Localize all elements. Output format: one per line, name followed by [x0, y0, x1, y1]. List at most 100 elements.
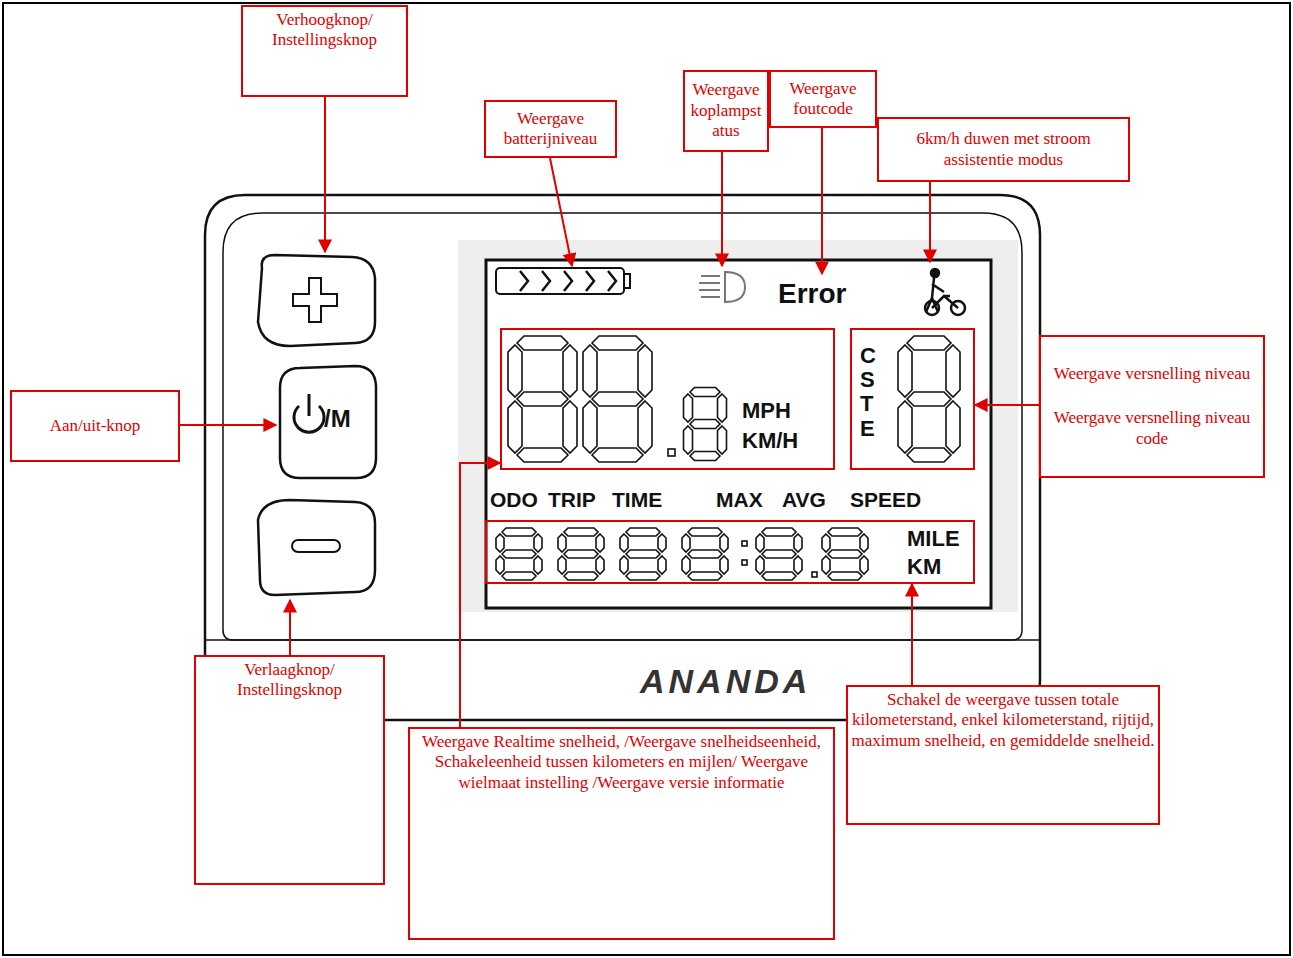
digit-segment — [502, 572, 536, 580]
power-button — [308, 394, 311, 416]
callout-box: Schakel de weergave tussen totale kilome… — [846, 685, 1160, 825]
digit-segment — [756, 534, 764, 552]
callout-box: Weergave versnelling niveauWeergave vers… — [1039, 335, 1265, 478]
lcd-screen — [458, 240, 1018, 612]
digit-segment — [898, 401, 912, 453]
device-housing — [205, 639, 1040, 641]
digit-segment — [638, 401, 652, 453]
digit-segment — [620, 534, 628, 552]
digit-segment — [658, 556, 666, 574]
digit-segment — [496, 534, 504, 552]
digit-segment — [502, 528, 536, 536]
digit-segment — [592, 336, 643, 350]
digit-segment — [822, 556, 830, 574]
callout-text: Schakel de weergave tussen totale kilome… — [851, 690, 1155, 751]
digit-dot — [742, 560, 747, 565]
brand-name: ANANDA — [640, 662, 811, 701]
display-label: AVG — [782, 488, 826, 512]
digit-segment — [583, 401, 597, 453]
callout-text: Weergave versnelling niveau code — [1044, 408, 1260, 449]
digit-segment — [720, 534, 728, 552]
digit-segment — [946, 401, 960, 453]
digit-segment — [558, 534, 566, 552]
plus-button — [258, 255, 375, 346]
unit-label: MILE — [907, 526, 960, 552]
digit-segment — [794, 556, 802, 574]
unit-label: CSTE — [860, 344, 872, 441]
display-label: MAX — [716, 488, 763, 512]
display-label: TRIP — [548, 488, 596, 512]
digit-segment — [718, 426, 727, 454]
callout-text: Weergave Realtime snelheid, /Weergave sn… — [413, 732, 830, 793]
battery-icon — [520, 271, 616, 291]
digit-segment — [684, 426, 693, 454]
lcd-screen — [486, 260, 991, 608]
headlight-icon — [699, 276, 720, 297]
digit-dot — [668, 449, 675, 456]
digit-segment — [534, 534, 542, 552]
device-housing — [205, 195, 1040, 720]
digit-segment — [946, 345, 960, 397]
power-button — [280, 366, 376, 478]
digit-segment — [496, 556, 504, 574]
page-frame — [3, 3, 1290, 955]
callout-text: Weergave foutcode — [774, 79, 872, 120]
callout-box: Aan/uit-knop — [10, 390, 180, 462]
digit-dot — [742, 541, 747, 546]
digit-segment — [596, 534, 604, 552]
digit-segment — [720, 556, 728, 574]
digit-segment — [517, 448, 568, 462]
digit-segment — [762, 528, 796, 536]
digit-segment — [688, 528, 722, 536]
digit-segment — [534, 556, 542, 574]
digit-segment — [583, 345, 597, 397]
digit-segment — [907, 336, 951, 350]
unit-label: KM/H — [742, 428, 798, 454]
display-label: TIME — [612, 488, 662, 512]
callout-box: Verlaagknop/ Instellingsknop — [194, 655, 385, 885]
walk-assist-icon — [926, 278, 944, 312]
digit-segment — [828, 572, 862, 580]
leader-line — [929, 182, 931, 262]
digit-segment — [794, 534, 802, 552]
battery-icon — [624, 274, 630, 288]
digit-segment — [690, 452, 720, 461]
digit-segment — [684, 394, 693, 422]
digit-segment — [558, 556, 566, 574]
error-indicator: Error — [778, 278, 846, 310]
leader-line — [721, 152, 723, 266]
callout-text: Verhoogknop/ Instellingsknop — [246, 10, 403, 51]
digit-segment — [718, 394, 727, 422]
minus-button — [258, 500, 375, 595]
digit-segment — [563, 401, 577, 453]
device-housing — [223, 213, 1022, 640]
digit-segment — [563, 345, 577, 397]
digit-segment — [690, 420, 720, 429]
leader-line — [180, 97, 930, 655]
digit-segment — [502, 550, 536, 558]
callout-box: Weergave foutcode — [769, 70, 877, 128]
digit-segment — [626, 572, 660, 580]
callout-box: Weergave Realtime snelheid, /Weergave sn… — [408, 727, 835, 940]
digit-segment — [907, 392, 951, 406]
leader-arrow — [911, 584, 913, 685]
digit-segment — [517, 392, 568, 406]
display-label: ODO — [490, 488, 538, 512]
walk-assist-icon — [925, 269, 965, 315]
leader-line — [289, 600, 291, 655]
minus-button — [292, 540, 340, 552]
plus-button — [258, 255, 375, 346]
digit-segment — [828, 528, 862, 536]
lcd-screen — [458, 240, 1018, 612]
digit-segment — [658, 534, 666, 552]
seven-segment-digits — [496, 336, 960, 580]
headlight-icon — [699, 272, 745, 302]
digit-segment — [626, 528, 660, 536]
digit-segment — [898, 345, 912, 397]
digit-segment — [756, 556, 764, 574]
battery-icon — [496, 268, 630, 294]
walk-assist-icon — [931, 269, 939, 277]
digit-segment — [762, 550, 796, 558]
digit-segment — [638, 345, 652, 397]
